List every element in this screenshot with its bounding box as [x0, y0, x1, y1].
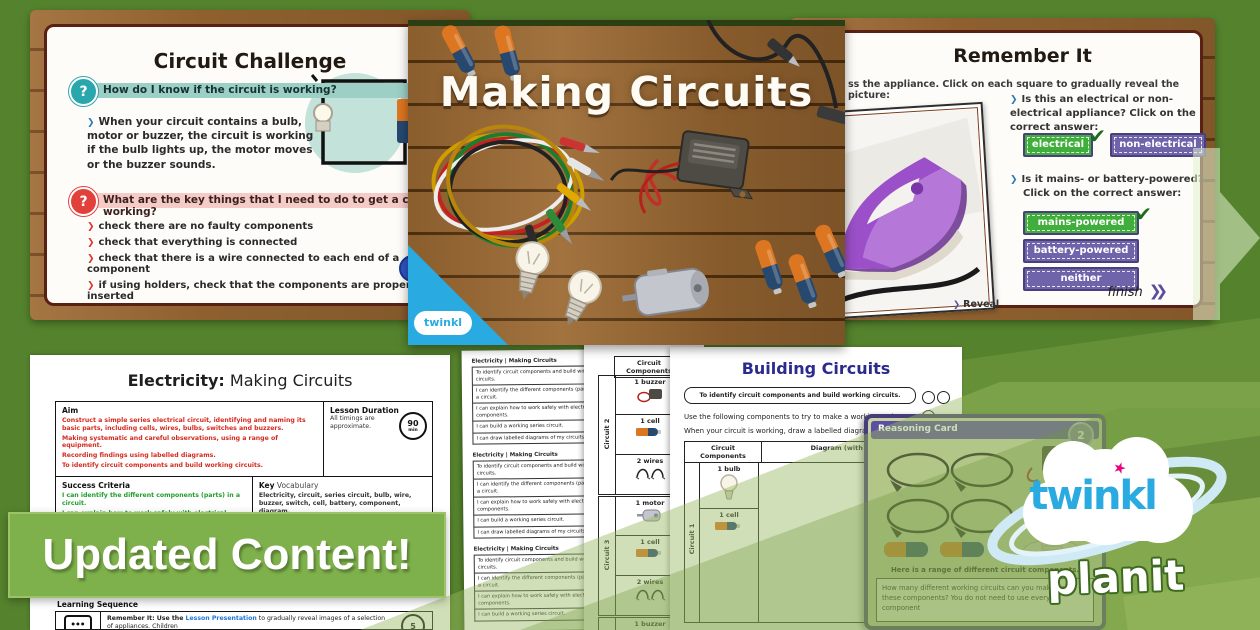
- sequence-clock-icon: 5: [401, 614, 425, 629]
- instruction-line: When your circuit is working, draw a lab…: [684, 427, 896, 435]
- checklist: ❯check there are no faulty components ❯c…: [87, 221, 421, 302]
- iron-photo-illustration: [813, 108, 989, 314]
- chevron-bullet-icon: ❯: [87, 254, 95, 264]
- duration-clock-icon: 90 min: [399, 412, 427, 440]
- reveal-link[interactable]: ❯Reveal: [953, 299, 1000, 310]
- answer-bullet: ❯When your circuit contains a bulb, moto…: [87, 116, 314, 171]
- assessment-circle[interactable]: [922, 391, 935, 404]
- rotated-circuit-label: [598, 617, 615, 630]
- activity-icon-cell: ● ● ●: [56, 612, 101, 629]
- col-header: Diagram (with compone: [810, 444, 899, 452]
- lesson-presentation-link[interactable]: Lesson Presentation: [185, 615, 257, 622]
- learning-sequence-label: Learning Sequence: [57, 600, 139, 609]
- slide-title: Remember It: [953, 45, 1092, 67]
- slide-main-title: Making Circuits: [439, 68, 814, 116]
- check-icon: ✔: [1135, 202, 1152, 226]
- circuit-components-scene: [431, 20, 845, 333]
- check-icon: ✔: [1089, 124, 1106, 148]
- motor-icon: [637, 509, 661, 522]
- cell-icon: [634, 428, 661, 436]
- objective-pill: To identify circuit components and build…: [684, 387, 916, 404]
- question-mark-icon: ?: [69, 187, 98, 216]
- components-group-circuit2: Circuit 2 1 buzzer 1 cell 2 wires: [598, 375, 685, 495]
- question-mark-icon: ?: [69, 77, 98, 106]
- cell-icon: [634, 549, 661, 557]
- planit-wordmark: planit: [1046, 550, 1186, 605]
- chevron-bullet-icon: ❯: [87, 238, 95, 248]
- assessment-circle[interactable]: [937, 391, 950, 404]
- making-circuits-title-slide: Making Circuits twinkl: [408, 20, 845, 345]
- reasoning-card-header: Reasoning Card: [871, 421, 1099, 439]
- col-header: Circuit Components: [685, 442, 762, 462]
- bulb-icon: [720, 474, 738, 500]
- cell-icon: [713, 522, 740, 530]
- lesson-plan-title: Electricity: Making Circuits: [127, 371, 353, 390]
- building-table: Circuit Components Diagram (with compone…: [684, 441, 948, 623]
- twinkl-planit-logo: twinkl ★ planit: [985, 425, 1235, 630]
- remember-it-slide: Remember It ss the appliance. Click on e…: [790, 18, 1215, 321]
- sequence-duration-cell: 5: [394, 612, 432, 629]
- rotated-circuit-label: Circuit 1: [685, 463, 700, 623]
- circuit-challenge-slide: Circuit Challenge ? How do I know if the…: [30, 10, 470, 320]
- chevron-bullet-icon: ❯: [87, 281, 95, 291]
- twinkl-cloud-icon: [987, 437, 1227, 566]
- finish-chevron-icon: ❯❯: [1148, 282, 1168, 300]
- appliance-photo[interactable]: [806, 101, 996, 321]
- wires-icon: [635, 468, 666, 480]
- card-caption: Here is a range of different circuit com…: [890, 566, 1080, 574]
- chevron-bullet-icon: ❯: [1010, 175, 1018, 185]
- component-row: 1 cell: [700, 509, 758, 555]
- updated-content-banner: Updated Content!: [8, 512, 446, 598]
- instruction-line: Use the following components to try to m…: [684, 413, 902, 421]
- component-row: 1 cell: [615, 415, 685, 455]
- component-row: 1 bulb: [700, 463, 758, 509]
- question-electrical: ❯Is this an electrical or non-electrical…: [1010, 94, 1196, 133]
- next-slide-arrow-head[interactable]: [1220, 192, 1260, 284]
- slide-intro-text: ss the appliance. Click on each square t…: [848, 79, 1180, 101]
- banner-label: Updated Content!: [42, 530, 412, 579]
- question-bar: [83, 193, 445, 208]
- finish-link[interactable]: finish ❯❯: [1107, 282, 1168, 300]
- question-power: ❯Is it mains- or battery-powered? Click …: [1010, 174, 1204, 199]
- rotated-circuit-label: Circuit 2: [598, 375, 615, 495]
- twinkl-wordmark: twinkl: [1029, 473, 1158, 519]
- plank-top-shadow: [408, 20, 845, 26]
- next-slide-arrow[interactable]: [1193, 148, 1220, 320]
- question-1-text: How do I know if the circuit is working?: [103, 84, 337, 96]
- twinkl-cloud-logo: twinkl: [414, 311, 472, 335]
- chevron-bullet-icon: ❯: [87, 222, 95, 232]
- chevron-bullet-icon: ❯: [953, 300, 961, 310]
- duration-cell: Lesson Duration All timings are approxim…: [324, 402, 432, 476]
- worksheet-title: Building Circuits: [741, 359, 891, 378]
- electrical-button[interactable]: electrical ✔: [1023, 126, 1106, 157]
- presentation-icon: ● ● ●: [64, 615, 92, 629]
- buzzer-icon: [637, 389, 662, 403]
- slide-title: Circuit Challenge: [153, 49, 347, 73]
- rotated-circuit-label: Circuit 3: [598, 496, 615, 616]
- learning-sequence-table: ● ● ● Remember It: Use the Lesson Presen…: [55, 611, 433, 630]
- mains-powered-button[interactable]: mains-powered ✔: [1023, 204, 1152, 235]
- chevron-bullet-icon: ❯: [87, 118, 95, 128]
- non-electrical-button[interactable]: non-electrical: [1110, 133, 1206, 157]
- key-vocabulary-cell: Key Vocabulary Electricity, circuit, ser…: [258, 480, 412, 516]
- card-question-box: How many different working circuits can …: [876, 578, 1094, 622]
- sequence-text-cell: Remember It: Use the Lesson Presentation…: [107, 615, 386, 630]
- neither-button[interactable]: neither: [1023, 267, 1139, 291]
- wires-icon: [635, 589, 666, 601]
- question-bar: [83, 83, 445, 98]
- aim-cell: Aim Construct a simple series electrical…: [56, 402, 324, 476]
- battery-powered-button[interactable]: battery-powered: [1023, 239, 1139, 263]
- chevron-bullet-icon: ❯: [1010, 95, 1018, 105]
- question-2-text: What are the key things that I need to d…: [103, 194, 440, 218]
